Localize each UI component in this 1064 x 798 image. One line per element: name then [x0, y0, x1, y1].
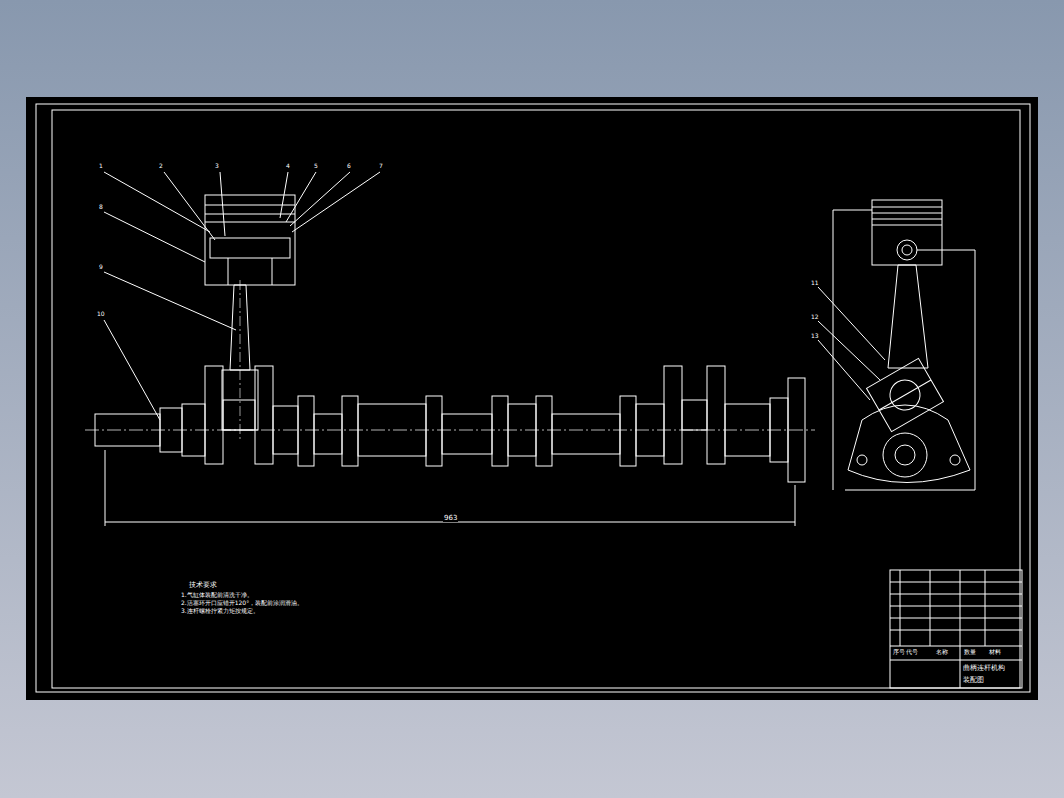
- title-text: 装配图: [962, 677, 985, 684]
- callout-number: 9: [98, 264, 104, 270]
- note-line: 3.连杆螺栓拧紧力矩按规定。: [180, 608, 260, 614]
- table-cell: 名称: [935, 649, 949, 655]
- callout-number: 13: [810, 333, 820, 339]
- dimension-text: 963: [443, 515, 458, 522]
- callout-number: 5: [313, 163, 319, 169]
- callout-number: 11: [810, 280, 820, 286]
- callout-number: 3: [214, 163, 220, 169]
- table-cell: 数量: [963, 649, 977, 655]
- table-cell: 序号: [892, 649, 906, 655]
- callout-number: 8: [98, 204, 104, 210]
- table-cell: 材料: [988, 649, 1002, 655]
- callout-number: 1: [98, 163, 104, 169]
- callout-number: 4: [285, 163, 291, 169]
- note-heading: 技术要求: [188, 582, 218, 589]
- callout-number: 10: [96, 311, 106, 317]
- note-line: 2.活塞环开口应错开120°，装配前涂润滑油。: [180, 600, 304, 606]
- callout-number: 7: [378, 163, 384, 169]
- callout-number: 2: [158, 163, 164, 169]
- note-line: 1.气缸体装配前清洗干净。: [180, 592, 254, 598]
- table-cell: 代号: [905, 649, 919, 655]
- callout-number: 12: [810, 314, 820, 320]
- callout-number: 6: [346, 163, 352, 169]
- title-text: 曲柄连杆机构: [962, 665, 1006, 672]
